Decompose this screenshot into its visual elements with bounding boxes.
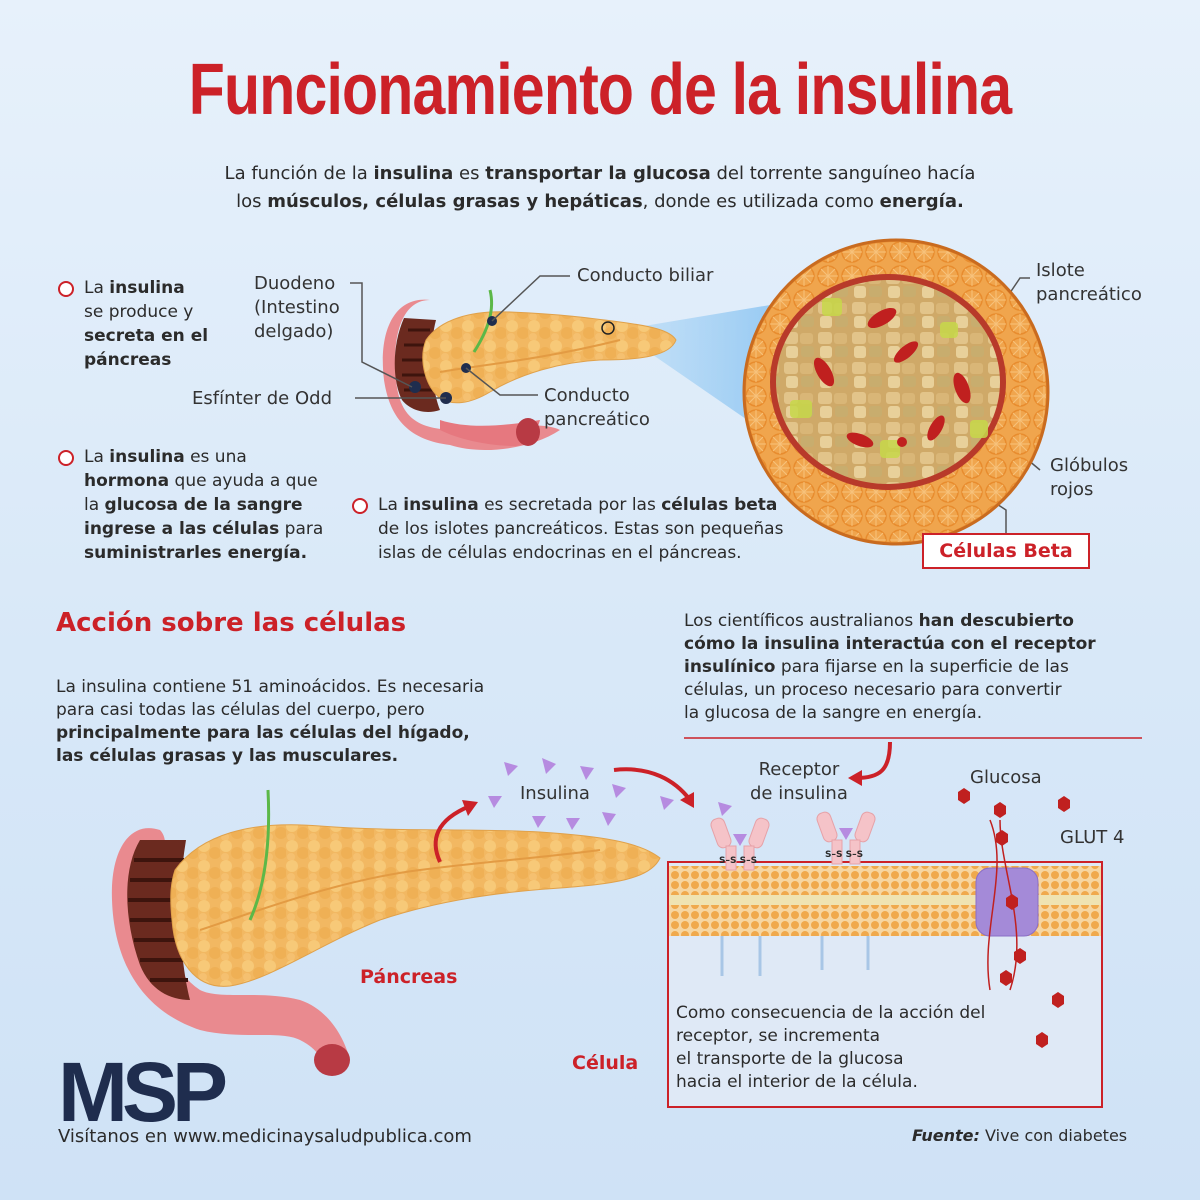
duodenum-top [382,299,560,450]
disulfide-bonds: S–S S–S [825,850,864,860]
label-pancreas: Páncreas [360,966,458,988]
islet-magnified [742,238,1050,546]
label-glucosa: Glucosa [970,767,1042,788]
label-conducto-biliar: Conducto biliar [577,265,714,286]
insulin-molecules [488,758,732,830]
bullet-circle-icon [352,498,368,514]
bullet-beta-cells: La insulina es secretada por las células… [378,495,784,563]
cell-diagram [667,788,1103,1108]
bile-duct-bottom [248,789,271,921]
bullet-hormone: La insulina es una hormona que ayuda a q… [84,447,324,563]
label-celulas-beta: Células Beta [922,533,1090,569]
bullet-circle-icon [58,450,74,466]
duodenum-bottom [111,828,350,1070]
arrows [433,741,892,863]
label-celula: Célula [572,1052,639,1074]
pancreas-body-bottom [170,824,661,987]
bullet-production: La insulina se produce y secreta en el p… [84,278,209,370]
msp-logo: MSP [58,1045,228,1139]
page-title: Funcionamiento de la insulina [188,50,1012,130]
label-esfinter: Esfínter de Odd [192,388,332,409]
consequence-paragraph: Como consecuencia de la acción del recep… [676,1003,986,1092]
label-insulina: Insulina [520,783,590,804]
source-credit: Fuente: Vive con diabetes [912,1126,1128,1145]
label-glut4: GLUT 4 [1060,827,1125,848]
intro-text: La función de la insulina es transportar… [224,163,976,212]
scientists-paragraph: Los científicos australianos han descubi… [684,611,1096,723]
amino-paragraph: La insulina contiene 51 aminoácidos. Es … [56,677,485,766]
website-link[interactable]: Visítanos en www.medicinaysaludpublica.c… [58,1126,472,1147]
bullet-circle-icon [58,281,74,297]
disulfide-bonds: S–S S–S [719,856,758,866]
section-heading: Acción sobre las células [56,608,407,638]
pancreas-bottom [111,789,661,1076]
